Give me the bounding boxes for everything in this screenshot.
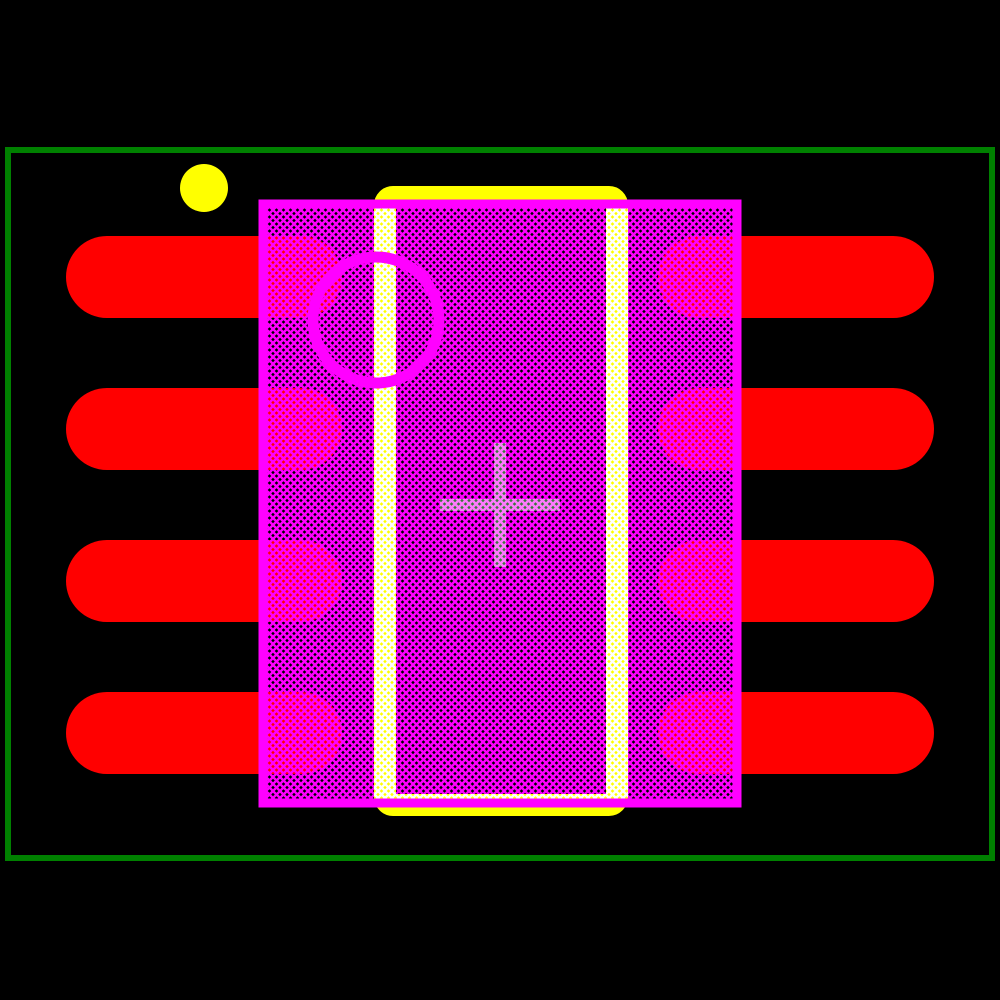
fab-body-hatched-region <box>267 208 733 799</box>
courtyard-rectangle <box>258 199 742 808</box>
pin1-dot-marker <box>180 164 228 212</box>
